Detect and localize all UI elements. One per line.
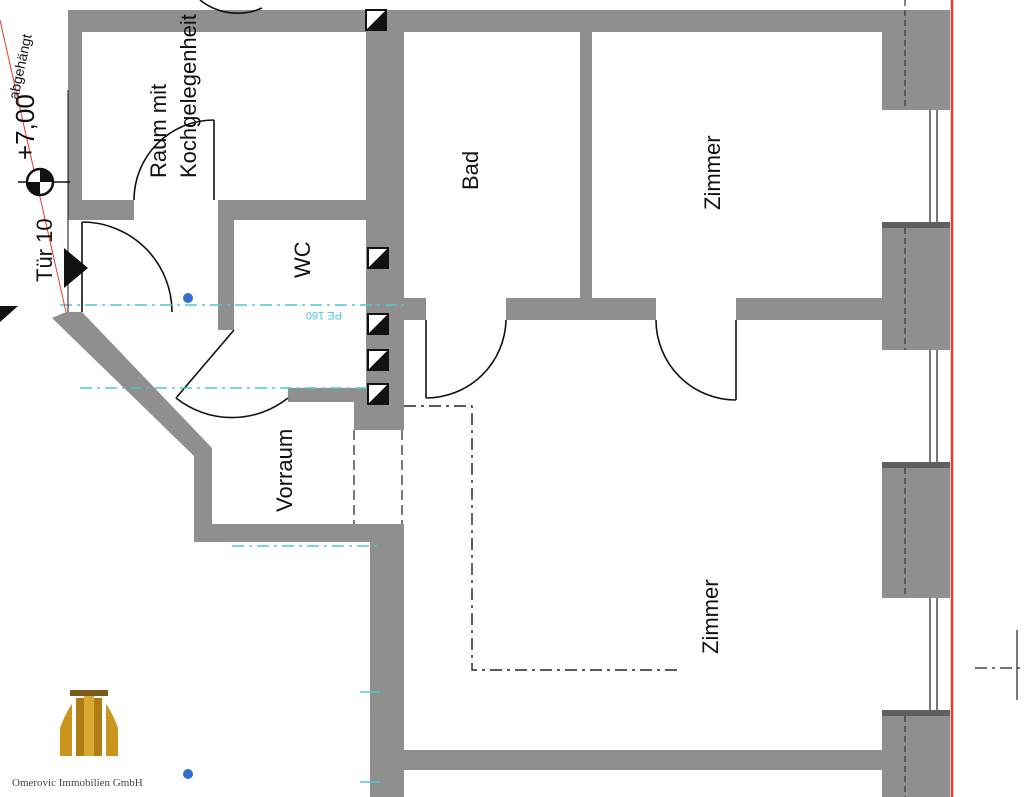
hall-label: Vorraum — [272, 429, 297, 512]
edge-note-label: abgehängt — [5, 32, 34, 100]
pipe-label: PE 160 — [306, 309, 342, 321]
company-logo: Omerovic Immobilien GmbH — [12, 690, 156, 789]
bath-door — [425, 319, 507, 399]
wc-label: WC — [290, 241, 315, 278]
marker-dot — [183, 769, 193, 779]
window — [882, 110, 950, 222]
bath-label: Bad — [458, 151, 483, 190]
level-label: +7,00 — [10, 94, 40, 160]
window-sills — [882, 222, 950, 716]
entry-arrow-icon — [64, 248, 88, 288]
kitchen-door — [133, 119, 215, 201]
vent-icon — [367, 383, 389, 405]
arrow-icon — [0, 306, 18, 322]
entry-door — [81, 221, 173, 313]
vent-icon — [365, 9, 387, 31]
vent-icon — [367, 313, 389, 335]
windows — [882, 0, 954, 797]
vent-icon — [367, 247, 389, 269]
company-name: Omerovic Immobilien GmbH — [12, 777, 143, 789]
level-marker-icon — [18, 167, 70, 197]
wc-door — [175, 329, 289, 419]
room-main-label: Zimmer — [698, 579, 723, 654]
doors — [81, 0, 737, 419]
room-top-label: Zimmer — [700, 135, 725, 210]
edge-line — [0, 19, 67, 313]
window — [882, 598, 950, 710]
door-number-label: Tür 10 — [32, 218, 57, 282]
vent-blocks — [365, 9, 389, 405]
window — [882, 350, 950, 462]
room-door — [655, 319, 737, 401]
vent-icon — [367, 349, 389, 371]
marker-dot — [183, 293, 193, 303]
room-floors — [82, 32, 882, 750]
dash-lines — [60, 304, 1024, 783]
kitchen-label: Raum mit Kochgelegenheit — [146, 14, 201, 178]
